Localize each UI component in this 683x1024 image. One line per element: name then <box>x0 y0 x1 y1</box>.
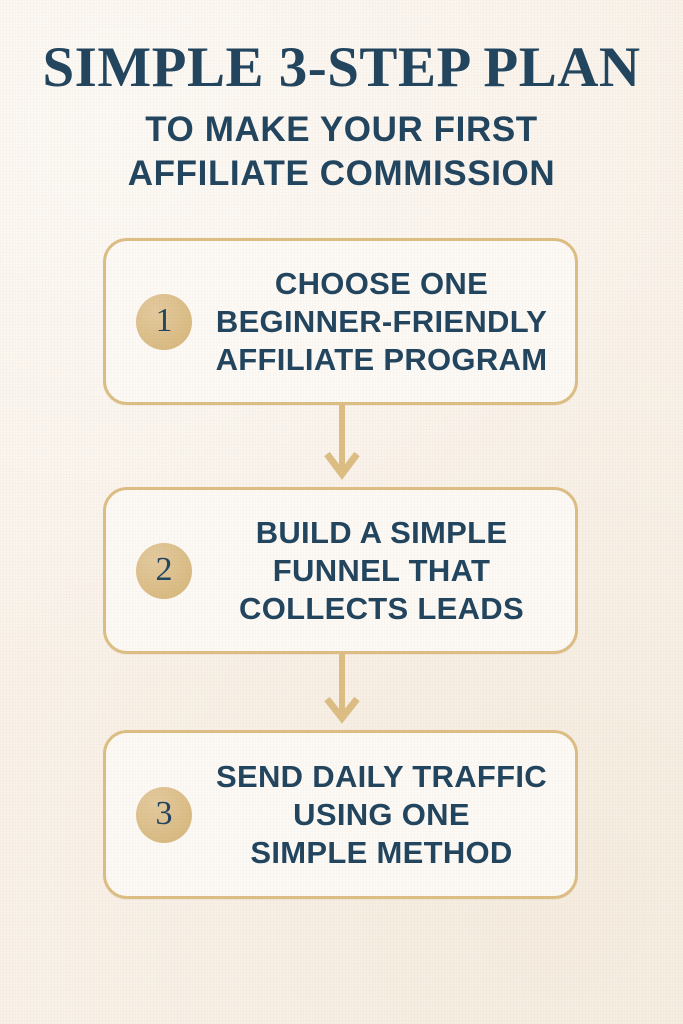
down-arrow-icon-2 <box>321 654 363 730</box>
step-text-3: SEND DAILY TRAFFIC USING ONE SIMPLE METH… <box>202 758 561 872</box>
step-text-1: CHOOSE ONE BEGINNER-FRIENDLY AFFILIATE P… <box>202 265 561 379</box>
page-subtitle-line-1: TO MAKE YOUR FIRST <box>145 110 538 149</box>
step-number-badge-2: 2 <box>136 542 192 599</box>
step-text-1-line-3: AFFILIATE PROGRAM <box>215 341 548 377</box>
step-text-1-line-1: CHOOSE ONE <box>274 265 489 301</box>
step-text-2-line-3: COLLECTS LEADS <box>239 590 524 626</box>
step-card-2: 2 BUILD A SIMPLE FUNNEL THAT COLLECTS LE… <box>103 487 578 654</box>
down-arrow-icon-1 <box>321 404 363 487</box>
step-text-3-line-3: SIMPLE METHOD <box>250 834 513 870</box>
step-text-3-line-1: SEND DAILY TRAFFIC <box>216 758 547 794</box>
step-card-1: 1 CHOOSE ONE BEGINNER-FRIENDLY AFFILIATE… <box>103 238 578 405</box>
page-title: SIMPLE 3-STEP PLAN <box>42 36 641 99</box>
step-text-3-line-2: USING ONE <box>293 796 470 832</box>
step-text-2-line-1: BUILD A SIMPLE <box>255 514 508 550</box>
page-subtitle-line-2: AFFILIATE COMMISSION <box>127 154 556 193</box>
page-subtitle: TO MAKE YOUR FIRST AFFILIATE COMMISSION <box>0 108 683 196</box>
step-text-2-line-2: FUNNEL THAT <box>272 552 491 588</box>
step-card-3: 3 SEND DAILY TRAFFIC USING ONE SIMPLE ME… <box>103 730 578 899</box>
step-number-badge-3: 3 <box>136 786 192 843</box>
step-number-badge-1: 1 <box>136 293 192 350</box>
step-text-1-line-2: BEGINNER-FRIENDLY <box>215 303 548 339</box>
step-text-2: BUILD A SIMPLE FUNNEL THAT COLLECTS LEAD… <box>202 514 561 628</box>
